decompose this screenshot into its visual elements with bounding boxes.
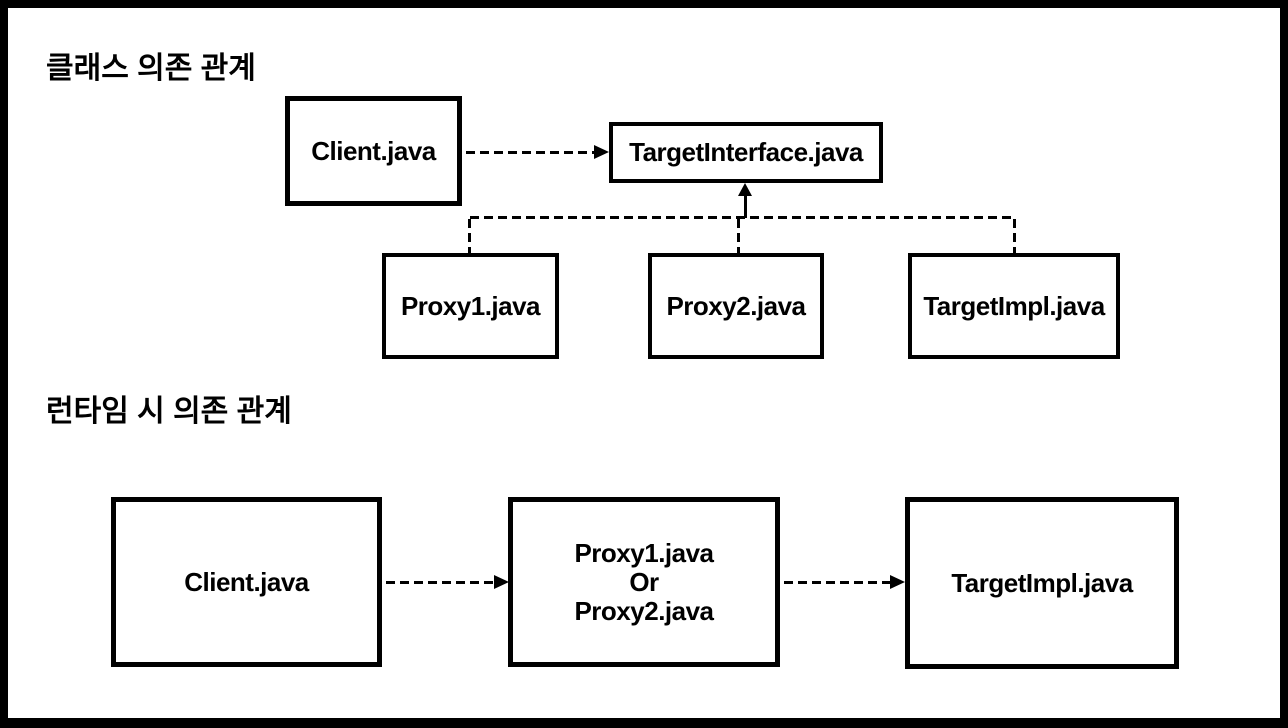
class-dependency-section-title: 클래스 의존 관계: [46, 52, 256, 85]
dashed-connector-horizontal-line: [470, 216, 1016, 219]
runtime-dependency-section-title: 런타임 시 의존 관계: [46, 395, 292, 428]
dashed-arrow-proxy-to-targetimpl-line: [784, 581, 890, 584]
class-proxy1-box: Proxy1.java: [382, 253, 559, 359]
runtime-client-label: Client.java: [184, 566, 309, 597]
class-target-interface-box: TargetInterface.java: [609, 122, 883, 183]
class-client-label: Client.java: [311, 135, 436, 166]
runtime-proxy-line3: Proxy2.java: [574, 595, 714, 626]
class-proxy1-label: Proxy1.java: [400, 290, 541, 321]
dashed-connector-proxy1-stub: [468, 219, 471, 253]
dashed-arrow-client-to-proxy-line: [386, 581, 494, 584]
class-proxy2-box: Proxy2.java: [648, 253, 824, 359]
class-target-interface-label: TargetInterface.java: [629, 137, 863, 167]
class-client-box: Client.java: [285, 96, 462, 206]
dashed-connector-targetimpl-stub: [1013, 219, 1016, 253]
dashed-arrow-proxy-to-targetimpl-head-icon: [890, 575, 905, 589]
dashed-arrow-client-to-interface-line: [466, 151, 594, 154]
dashed-arrow-client-to-proxy-head-icon: [494, 575, 509, 589]
class-target-impl-label: TargetImpl.java: [923, 290, 1105, 321]
runtime-proxy-box: Proxy1.java Or Proxy2.java: [508, 497, 780, 667]
runtime-proxy-line2: Or: [629, 566, 659, 597]
solid-arrow-to-interface-line: [744, 194, 747, 218]
runtime-client-box: Client.java: [111, 497, 382, 667]
solid-arrow-to-interface-head-icon: [738, 183, 752, 196]
dashed-connector-proxy2-stub: [737, 219, 740, 253]
runtime-target-impl-box: TargetImpl.java: [905, 497, 1179, 669]
runtime-proxy-line1: Proxy1.java: [574, 537, 714, 568]
runtime-target-impl-label: TargetImpl.java: [951, 567, 1133, 598]
dashed-arrow-client-to-interface-head-icon: [594, 145, 609, 159]
class-proxy2-label: Proxy2.java: [666, 290, 806, 321]
class-target-impl-box: TargetImpl.java: [908, 253, 1120, 359]
